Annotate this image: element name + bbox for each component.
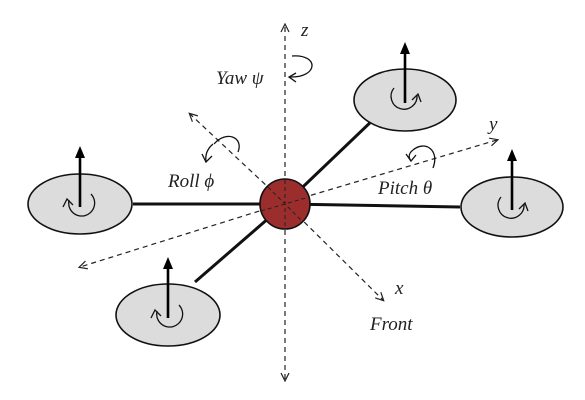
spin-arrow-icon [155,304,184,328]
rotor-left [27,146,133,235]
z-axis-label: z [300,20,309,41]
rotor-bottom-left [115,257,221,347]
y-axis-label: y [487,114,498,135]
pitch-label: Pitch θ [377,178,432,199]
spin-arrow-icon [67,193,96,217]
hub-crosshair [260,180,310,229]
yaw-rotation-arrow [287,55,313,83]
rotor-top-right [353,42,457,132]
spin-arrow-icon [497,196,525,219]
rotor-right [460,149,564,238]
pitch-rotation-arrow [405,145,436,169]
roll-rotation-arrow [201,135,240,164]
x-axis-label: x [394,278,404,299]
spin-arrow-icon [390,87,418,110]
arm-right [284,202,461,209]
y-axis-positive [284,140,497,204]
front-label: Front [369,314,413,335]
roll-label: Roll ϕ [167,171,214,192]
yaw-label: Yaw ψ [216,68,265,89]
